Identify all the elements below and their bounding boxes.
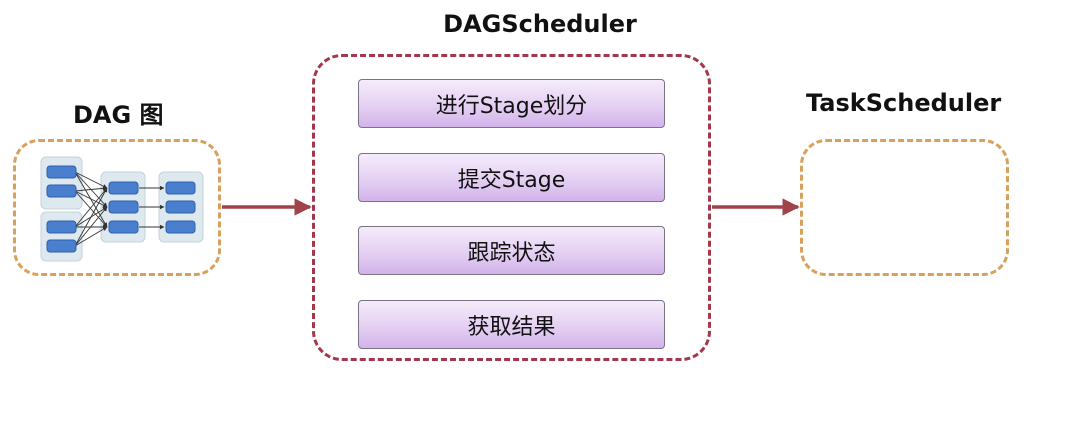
step-get-result: 获取结果	[358, 300, 665, 349]
dag-group-b	[40, 211, 83, 262]
dag-node	[46, 220, 77, 234]
dag-node	[46, 184, 77, 198]
dag-crossing-edges	[74, 171, 108, 247]
dag-node	[46, 165, 77, 179]
dag-node	[165, 200, 196, 214]
step-submit-stage: 提交Stage	[358, 153, 665, 202]
dag-nodes	[46, 165, 196, 253]
dag-node	[165, 181, 196, 195]
dag-group-a	[40, 156, 83, 210]
dag-straight-edges	[139, 185, 165, 230]
dagscheduler-container	[312, 54, 711, 361]
taskscheduler-title: TaskScheduler	[806, 89, 1002, 117]
dag-node	[165, 220, 196, 234]
dag-title: DAG 图	[73, 101, 164, 129]
dagscheduler-title: DAGScheduler	[443, 10, 637, 38]
dag-node	[108, 181, 139, 195]
step-stage-division: 进行Stage划分	[358, 79, 665, 128]
taskscheduler-container	[800, 139, 1009, 276]
dag-container	[13, 139, 221, 276]
dag-node	[46, 239, 77, 253]
step-track-status: 跟踪状态	[358, 226, 665, 275]
dag-node	[108, 220, 139, 234]
dag-node	[108, 200, 139, 214]
